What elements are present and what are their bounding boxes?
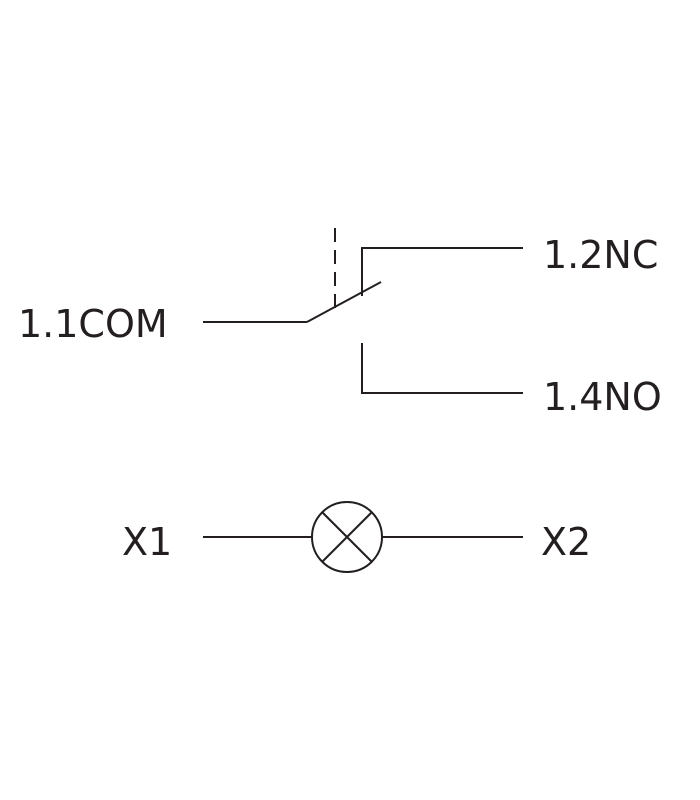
x1-terminal-label: X1 — [122, 520, 172, 564]
nc-wire — [361, 247, 523, 296]
nc-terminal-label: 1.2NC — [543, 233, 658, 277]
indicator-lamp-circuit: X1 X2 — [122, 501, 591, 573]
x2-terminal-label: X2 — [541, 520, 591, 564]
com-terminal-label: 1.1COM — [18, 302, 168, 346]
contact-block: 1.1COM 1.2NC 1.4NO — [18, 228, 662, 419]
lamp-icon — [311, 501, 383, 573]
no-terminal-label: 1.4NO — [543, 375, 662, 419]
lamp-cross-line-b — [321, 511, 373, 563]
switch-blade — [306, 281, 382, 323]
no-wire — [361, 343, 523, 394]
